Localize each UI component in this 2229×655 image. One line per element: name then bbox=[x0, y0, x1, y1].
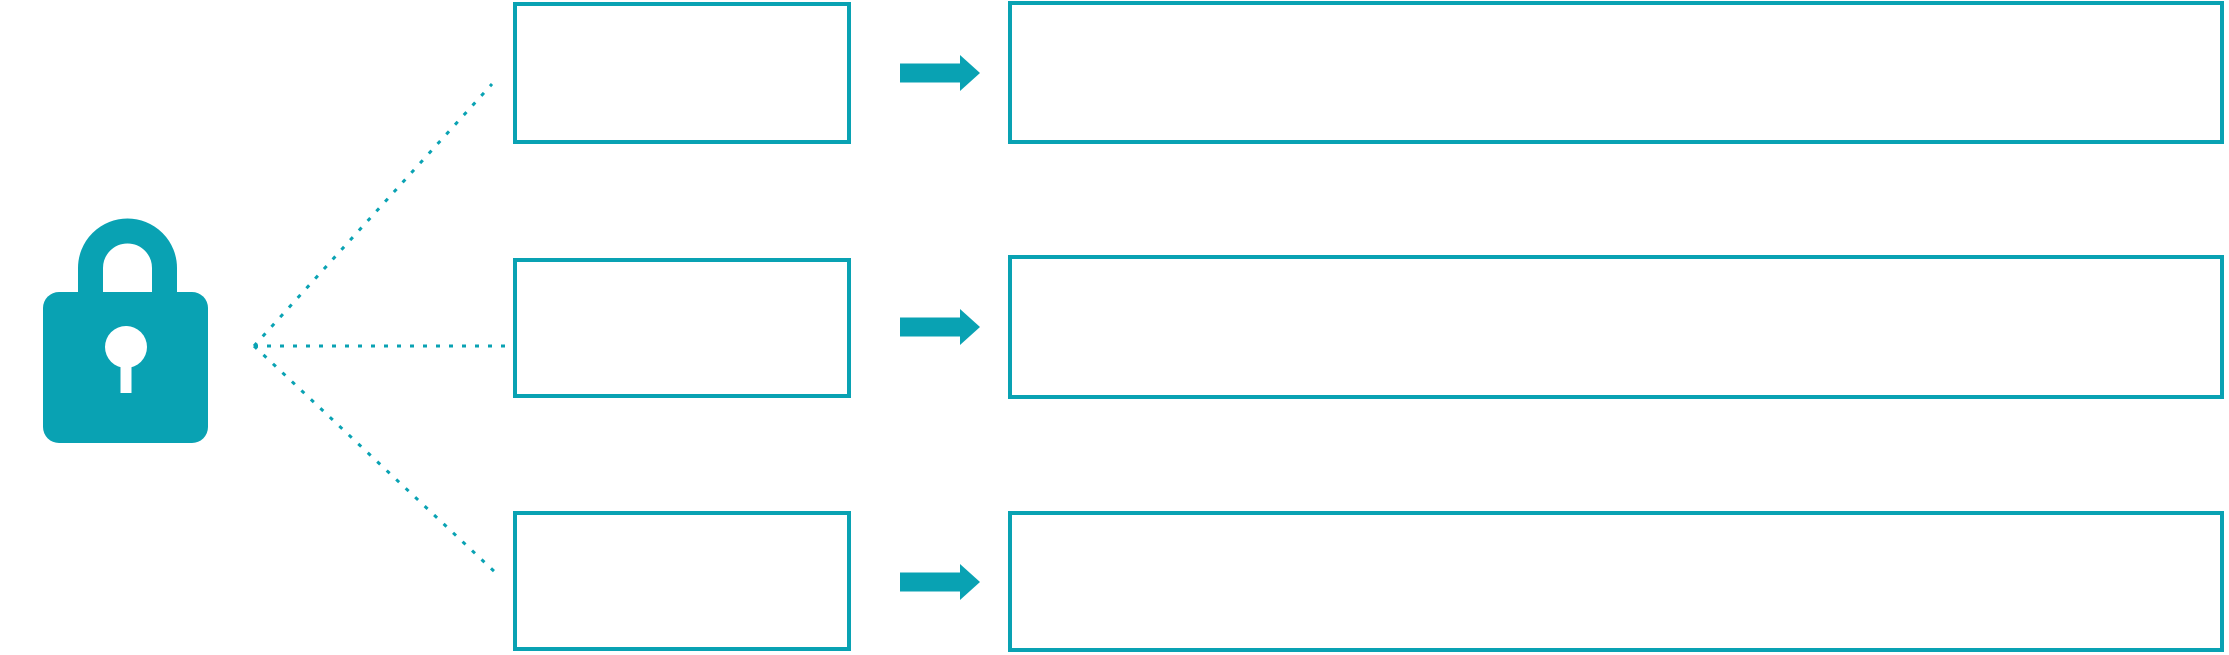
right-arrow-icon bbox=[900, 309, 980, 345]
large-box-3 bbox=[1008, 511, 2224, 652]
small-box-3 bbox=[513, 511, 851, 651]
lock-icon bbox=[43, 218, 208, 443]
dotted-connector-line-bottom bbox=[252, 344, 499, 576]
small-box-1 bbox=[513, 2, 851, 144]
right-arrow-icon bbox=[900, 55, 980, 91]
dotted-connector-line-top bbox=[252, 82, 494, 348]
large-box-1 bbox=[1008, 1, 2224, 144]
connector-lines bbox=[252, 82, 506, 576]
large-box-2 bbox=[1008, 255, 2224, 399]
small-box-2 bbox=[513, 258, 851, 398]
row-arrows bbox=[900, 55, 980, 600]
right-arrow-icon bbox=[900, 564, 980, 600]
